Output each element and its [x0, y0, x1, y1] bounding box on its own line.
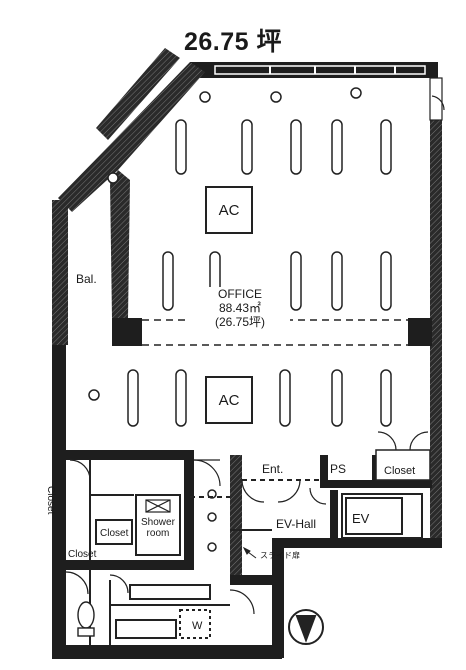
downlights: [88, 87, 362, 552]
ps-label: PS: [330, 462, 347, 476]
shower-room-label: Shower room: [141, 517, 175, 539]
closet-left-label: Closet: [45, 486, 56, 515]
area-title: 26.75 坪: [183, 28, 282, 56]
light-fixtures-bottom: [127, 369, 392, 427]
office-label: OFFICE 88.43㎡ (26.75坪): [190, 287, 290, 329]
elevator-label: EV: [352, 511, 370, 526]
office-area-tsubo: (26.75坪): [214, 315, 266, 329]
ac-unit-top: AC: [205, 186, 253, 234]
outer-walls: [52, 48, 442, 659]
slide-door-arrow: [242, 546, 257, 559]
closet-small-label: Closet: [100, 528, 129, 539]
north-arrow-icon: [288, 609, 324, 645]
toilet-icon: [77, 601, 95, 637]
shower-room-line2: room: [146, 528, 170, 539]
shower-fixture: [145, 499, 171, 513]
door-top-right: [429, 77, 445, 121]
balcony-label: Bal.: [76, 272, 97, 286]
slide-door-label: スライド扉: [260, 551, 300, 560]
ac-unit-bottom: AC: [205, 376, 253, 424]
ev-hall-label: EV-Hall: [276, 517, 317, 531]
entrance-label: Ent.: [262, 462, 284, 476]
closet-bottom-label: Closet: [68, 549, 97, 560]
office-area-m2: 88.43㎡: [218, 301, 262, 315]
office-name: OFFICE: [218, 287, 262, 301]
door-swings: [65, 431, 429, 615]
shower-room-line1: Shower: [141, 517, 175, 528]
light-fixtures-top: [162, 119, 392, 311]
closet-right-box: [375, 449, 431, 481]
washer-label: W: [192, 620, 203, 632]
core-walls: [66, 450, 432, 585]
windows-top: [214, 65, 426, 75]
closet-right-label: Closet: [384, 465, 416, 477]
